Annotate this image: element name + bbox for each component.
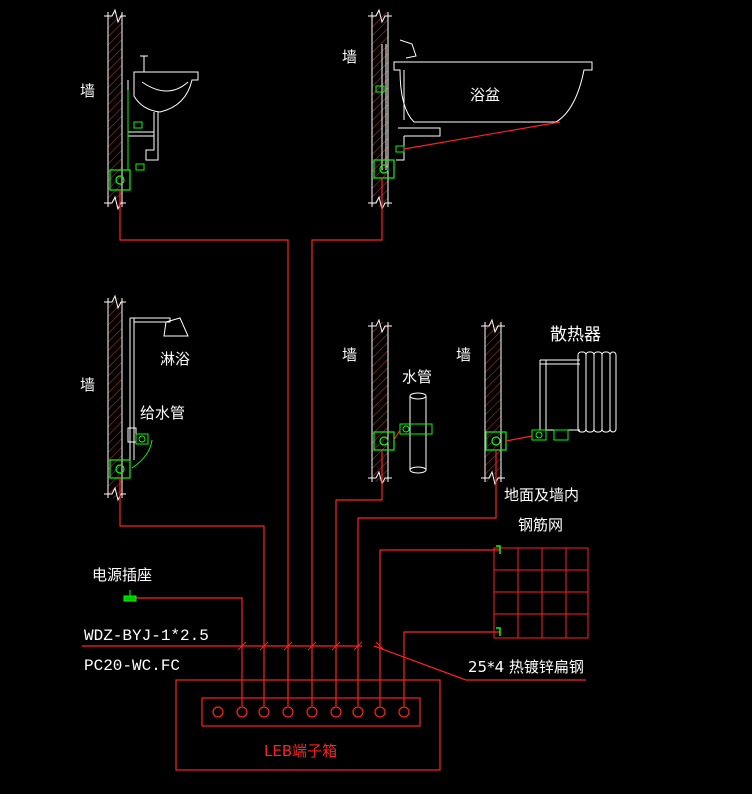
bond-box-water-pipe bbox=[373, 431, 395, 451]
water-pipe-fixture bbox=[409, 392, 427, 474]
wall-label-4: 墙 bbox=[342, 346, 357, 364]
wall-radiator bbox=[481, 318, 505, 486]
flat-steel-label: 25*4 热镀锌扁钢 bbox=[468, 658, 584, 676]
cable-spec-label: WDZ-BYJ-1*2.5 bbox=[84, 627, 209, 645]
floor-mesh-label-1: 地面及墙内 bbox=[504, 486, 579, 504]
bond-box-bathtub bbox=[373, 159, 395, 179]
radiator-clamp bbox=[531, 429, 569, 441]
washbasin-fixture bbox=[127, 55, 199, 170]
cable-tick-marks bbox=[237, 641, 385, 651]
wall-label-1: 墙 bbox=[80, 82, 95, 100]
bathtub-fixture bbox=[381, 39, 593, 170]
wall-shower bbox=[104, 294, 126, 502]
terminal-studs bbox=[212, 706, 410, 718]
power-socket-icon bbox=[123, 590, 137, 602]
shower-clamp bbox=[131, 433, 153, 469]
water-pipe-clamp bbox=[399, 423, 433, 435]
terminal-box-label: LEB端子箱 bbox=[264, 742, 337, 760]
wall-bathtub bbox=[368, 8, 392, 211]
conduit-spec-label: PC20-WC.FC bbox=[84, 657, 180, 675]
water-pipe-label: 水管 bbox=[402, 368, 432, 386]
wall-label-5: 墙 bbox=[456, 346, 471, 364]
wall-washbasin bbox=[104, 8, 126, 211]
wall-water-pipe bbox=[368, 318, 392, 486]
wall-label-3: 墙 bbox=[80, 376, 95, 394]
shower-label: 淋浴 bbox=[160, 350, 190, 368]
bathtub-label: 浴盆 bbox=[470, 86, 500, 104]
leb-terminal-box bbox=[175, 679, 441, 771]
wall-label-2: 墙 bbox=[342, 48, 357, 66]
water-supply-pipe-label: 给水管 bbox=[140, 404, 185, 422]
radiator-label: 散热器 bbox=[550, 325, 601, 345]
radiator-fixture bbox=[539, 351, 617, 433]
mesh-clamps bbox=[496, 545, 501, 636]
floor-steel-mesh bbox=[493, 547, 589, 639]
power-socket-label: 电源插座 bbox=[92, 566, 152, 584]
bonding-wires bbox=[82, 121, 586, 706]
washbasin-clamps bbox=[127, 90, 145, 171]
shower-fixture bbox=[127, 317, 189, 460]
floor-mesh-label-2: 钢筋网 bbox=[518, 516, 563, 534]
